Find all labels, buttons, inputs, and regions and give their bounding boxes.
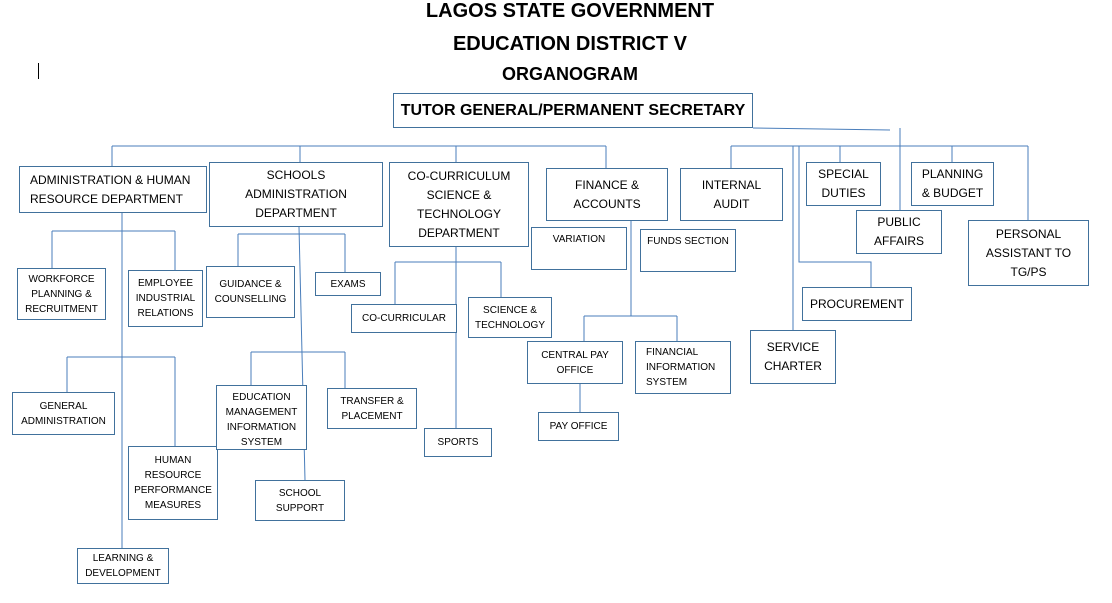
node-special-duties[interactable]: SPECIAL DUTIES	[806, 162, 881, 206]
node-admin-hr[interactable]: ADMINISTRATION & HUMAN RESOURCE DEPARTME…	[19, 166, 207, 213]
node-public-affairs[interactable]: PUBLIC AFFAIRS	[856, 210, 942, 254]
title-district: EDUCATION DISTRICT V	[452, 33, 688, 55]
node-transfer-placement[interactable]: TRANSFER & PLACEMENT	[327, 388, 417, 429]
connector-line	[798, 146, 872, 287]
text-cursor	[38, 63, 39, 79]
title-organogram: ORGANOGRAM	[502, 64, 638, 84]
title-government: LAGOS STATE GOVERNMENT	[425, 0, 715, 22]
node-emis[interactable]: EDUCATION MANAGEMENT INFORMATION SYSTEM	[216, 385, 307, 450]
node-employee-relations[interactable]: EMPLOYEE INDUSTRIAL RELATIONS	[128, 270, 203, 327]
node-procurement[interactable]: PROCUREMENT	[802, 287, 912, 321]
node-internal-audit[interactable]: INTERNAL AUDIT	[680, 168, 783, 221]
node-learning-development[interactable]: LEARNING & DEVELOPMENT	[77, 548, 169, 584]
node-schools-admin[interactable]: SCHOOLS ADMINISTRATION DEPARTMENT	[209, 162, 383, 227]
node-school-support[interactable]: SCHOOL SUPPORT	[255, 480, 345, 521]
node-guidance-counselling[interactable]: GUIDANCE & COUNSELLING	[206, 266, 295, 318]
node-funds-section[interactable]: FUNDS SECTION	[640, 229, 736, 272]
node-exams[interactable]: EXAMS	[315, 272, 381, 296]
node-sports[interactable]: SPORTS	[424, 428, 492, 457]
node-pay-office[interactable]: PAY OFFICE	[538, 412, 619, 441]
node-workforce-planning[interactable]: WORKFORCE PLANNING & RECRUITMENT	[17, 268, 106, 320]
node-general-administration[interactable]: GENERAL ADMINISTRATION	[12, 392, 115, 435]
node-hr-performance[interactable]: HUMAN RESOURCE PERFORMANCE MEASURES	[128, 446, 218, 520]
connector-line	[752, 127, 891, 131]
node-cocurricular[interactable]: CO-CURRICULAR	[351, 304, 457, 333]
node-financial-information-system[interactable]: FINANCIAL INFORMATION SYSTEM	[635, 341, 731, 394]
node-science-technology[interactable]: SCIENCE & TECHNOLOGY	[468, 297, 552, 338]
node-tutor-general[interactable]: TUTOR GENERAL/PERMANENT SECRETARY	[393, 93, 753, 128]
node-personal-assistant[interactable]: PERSONAL ASSISTANT TO TG/PS	[968, 220, 1089, 286]
node-finance[interactable]: FINANCE & ACCOUNTS	[546, 168, 668, 221]
node-service-charter[interactable]: SERVICE CHARTER	[750, 330, 836, 384]
node-central-pay-office[interactable]: CENTRAL PAY OFFICE	[527, 341, 623, 384]
node-variation[interactable]: VARIATION	[531, 227, 627, 270]
node-cocurriculum[interactable]: CO-CURRICULUM SCIENCE & TECHNOLOGY DEPAR…	[389, 162, 529, 247]
node-planning-budget[interactable]: PLANNING & BUDGET	[911, 162, 994, 206]
